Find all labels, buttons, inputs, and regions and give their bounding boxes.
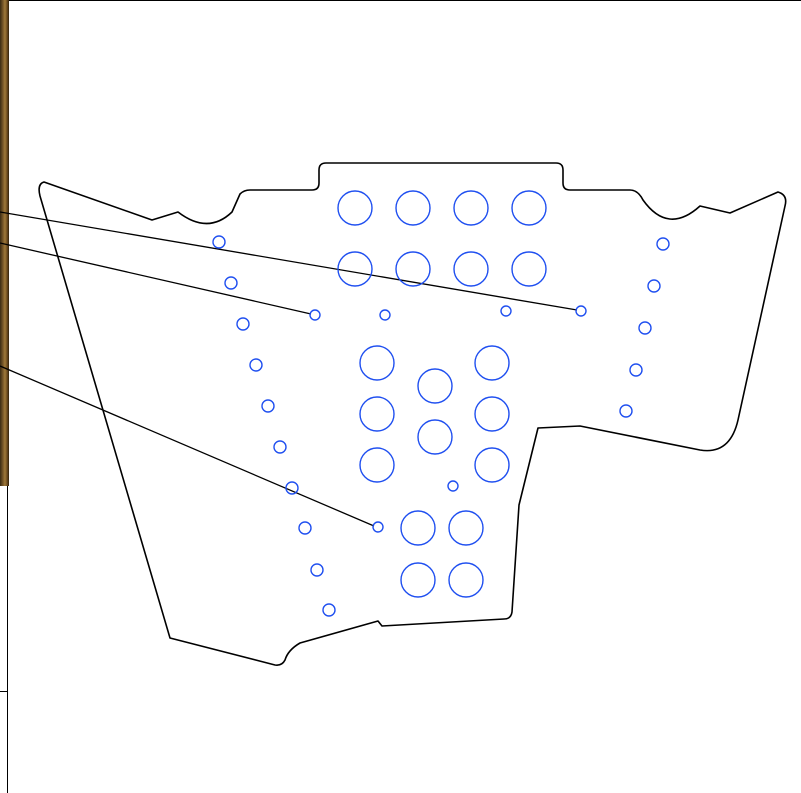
small-pot-hole-17 bbox=[379, 309, 391, 321]
small-pot-hole-10 bbox=[322, 603, 336, 617]
small-pot-hole-20 bbox=[447, 480, 459, 492]
large-jack-hole-10 bbox=[474, 345, 510, 381]
small-pot-hole-8 bbox=[298, 521, 312, 535]
large-jack-hole-20 bbox=[448, 562, 484, 598]
large-jack-hole-7 bbox=[453, 251, 489, 287]
large-jack-hole-17 bbox=[400, 510, 436, 546]
small-pot-hole-16 bbox=[309, 309, 321, 321]
panel-outline bbox=[38, 162, 787, 666]
large-jack-hole-13 bbox=[474, 396, 510, 432]
leader-line-1 bbox=[0, 211, 578, 311]
large-jack-hole-2 bbox=[395, 190, 431, 226]
holes-group bbox=[212, 190, 670, 617]
large-jack-hole-8 bbox=[511, 251, 547, 287]
large-jack-hole-18 bbox=[448, 510, 484, 546]
left-border bbox=[7, 486, 8, 793]
large-jack-hole-6 bbox=[395, 251, 431, 287]
wood-texture-strip bbox=[0, 0, 9, 486]
small-pot-hole-9 bbox=[310, 563, 324, 577]
small-pot-hole-14 bbox=[629, 363, 643, 377]
small-pot-hole-15 bbox=[619, 404, 633, 418]
small-pot-hole-5 bbox=[261, 399, 275, 413]
small-pot-hole-4 bbox=[249, 358, 263, 372]
large-jack-hole-16 bbox=[474, 447, 510, 483]
left-tick bbox=[0, 691, 8, 692]
small-pot-hole-19 bbox=[575, 305, 587, 317]
leader-line-3 bbox=[0, 365, 375, 527]
large-jack-hole-15 bbox=[359, 447, 395, 483]
small-pot-hole-11 bbox=[656, 237, 670, 251]
small-pot-hole-7 bbox=[285, 481, 299, 495]
small-pot-hole-21 bbox=[372, 521, 384, 533]
large-jack-hole-14 bbox=[417, 419, 453, 455]
small-pot-hole-3 bbox=[236, 317, 250, 331]
small-pot-hole-1 bbox=[212, 235, 226, 249]
top-border bbox=[0, 0, 801, 1]
large-jack-hole-11 bbox=[417, 368, 453, 404]
large-jack-hole-3 bbox=[453, 190, 489, 226]
small-pot-hole-12 bbox=[647, 279, 661, 293]
large-jack-hole-9 bbox=[359, 345, 395, 381]
small-pot-hole-13 bbox=[638, 321, 652, 335]
leader-line-2 bbox=[0, 242, 312, 315]
small-pot-hole-2 bbox=[224, 276, 238, 290]
large-jack-hole-5 bbox=[337, 251, 373, 287]
large-jack-hole-12 bbox=[359, 396, 395, 432]
large-jack-hole-4 bbox=[511, 190, 547, 226]
large-jack-hole-19 bbox=[400, 562, 436, 598]
small-pot-hole-6 bbox=[273, 440, 287, 454]
small-pot-hole-18 bbox=[500, 305, 512, 317]
large-jack-hole-1 bbox=[337, 190, 373, 226]
